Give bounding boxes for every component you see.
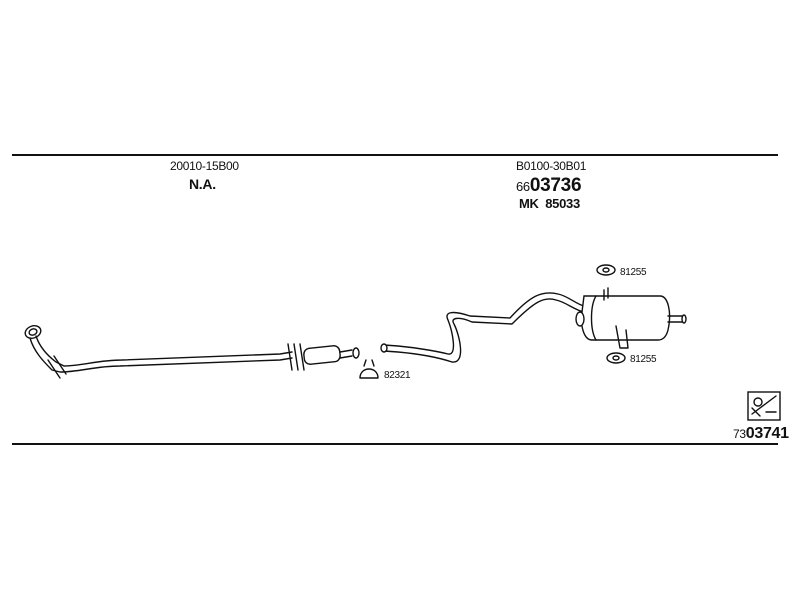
rear-mk: MK 85033	[519, 196, 580, 211]
gasket-bottom	[606, 352, 626, 364]
bottom-divider	[12, 443, 778, 445]
kit-code: 7303741	[733, 425, 789, 443]
rear-code-prefix: 66	[516, 179, 530, 194]
rear-mk-label: MK	[519, 196, 539, 211]
front-part-number: 20010-15B00	[170, 159, 239, 173]
center-muffler	[287, 343, 360, 371]
kit-code-prefix: 73	[733, 427, 746, 441]
rear-code-main: 03736	[529, 175, 582, 196]
gasket-top	[596, 264, 616, 276]
rear-muffler	[575, 287, 687, 349]
rear-pipe	[380, 292, 585, 363]
rear-part-number: B0100-30B01	[516, 159, 587, 173]
clamp-label: 82321	[384, 370, 411, 381]
kit-box-icon	[747, 391, 781, 421]
clamp-part	[359, 359, 379, 379]
kit-code-main: 03741	[745, 425, 789, 442]
front-pipe	[24, 325, 293, 379]
top-divider	[12, 154, 778, 156]
front-availability: N.A.	[189, 176, 216, 192]
rear-code: 6603736	[516, 175, 582, 197]
gasket-bottom-label: 81255	[630, 354, 657, 365]
rear-mk-number: 85033	[545, 196, 580, 211]
gasket-top-label: 81255	[620, 267, 647, 278]
